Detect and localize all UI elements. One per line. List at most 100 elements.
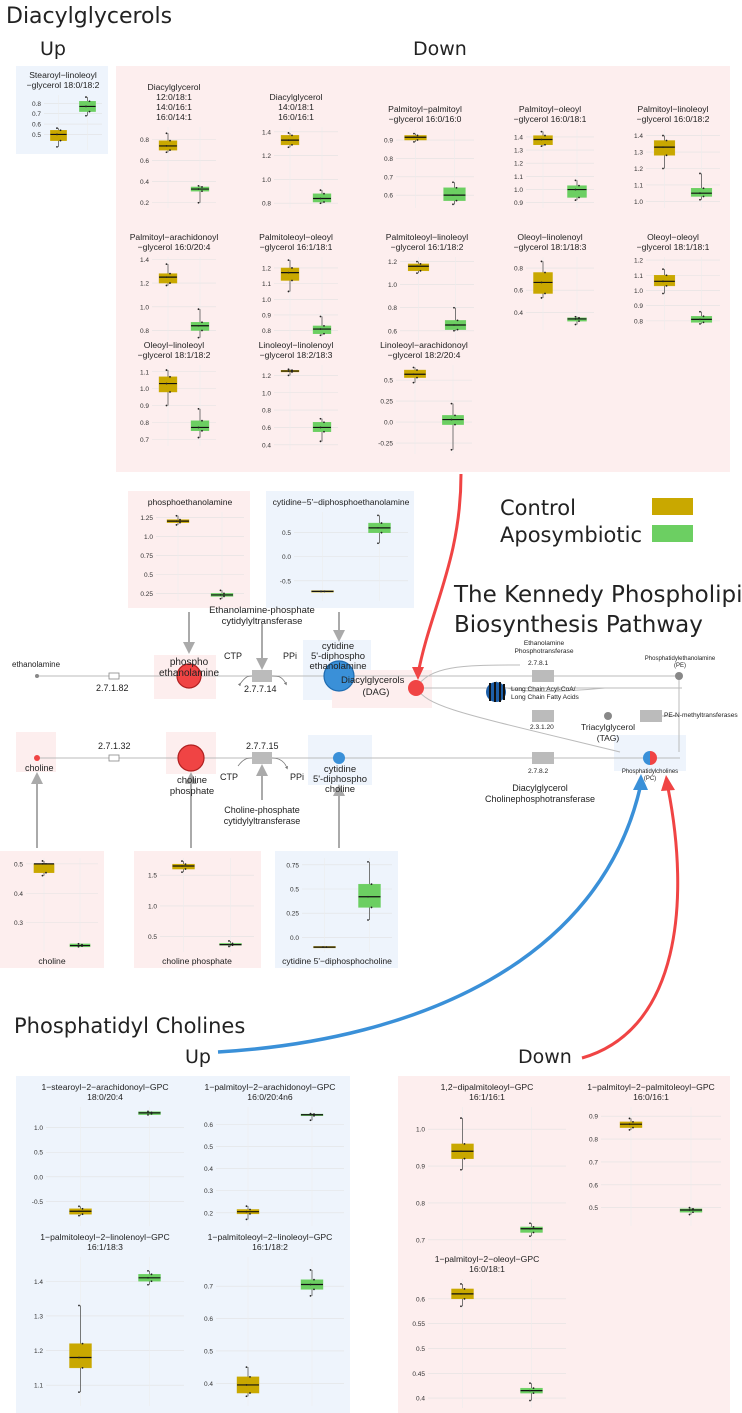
box-apo	[690, 172, 713, 201]
label-enz-cho-2: cytidylyltransferase	[223, 816, 301, 826]
point	[197, 188, 200, 190]
pc-down-red-arrow	[581, 787, 680, 1060]
y-tick-label: 0.8	[140, 420, 149, 427]
point	[77, 942, 80, 945]
point	[245, 1384, 248, 1386]
point	[540, 130, 543, 133]
point	[323, 430, 325, 433]
label-cpt-2: Cholinephosphotransferase	[484, 794, 596, 804]
point	[231, 944, 234, 947]
boxplot-title-line: Oleoyl−linoleoyl	[143, 340, 205, 350]
boxplot-title-line: −glycerol 18:0/18:2	[26, 80, 100, 90]
box-control	[236, 1205, 260, 1221]
boxplot-title-line: 16:0/16:1	[633, 1092, 669, 1102]
point	[662, 134, 664, 137]
box-control	[653, 268, 676, 295]
phosphoethanolamine-panel	[128, 491, 250, 608]
y-tick-label: 1.2	[388, 259, 397, 266]
box-apo	[138, 1269, 161, 1286]
point	[59, 139, 62, 142]
point	[574, 323, 577, 326]
point	[419, 263, 422, 265]
point	[59, 129, 62, 132]
point	[313, 1113, 315, 1115]
boxplot-title-line: −glycerol 16:0/18:2	[636, 114, 710, 124]
boxplot-svg: 0.80.91.01.11.2	[634, 257, 720, 330]
box-control	[533, 130, 553, 148]
boxplot-title-line: 1−stearoyl−2−arachidonoyl−GPC	[41, 1082, 169, 1092]
point	[323, 421, 325, 424]
grid	[216, 1257, 344, 1406]
y-tick-label: 0.5	[384, 378, 393, 385]
point	[532, 1392, 535, 1395]
point	[77, 944, 80, 947]
point	[184, 868, 187, 870]
y-tick-label: 0.4	[204, 1381, 213, 1388]
y-tick-label: 1.0	[262, 390, 271, 397]
point	[529, 1389, 531, 1392]
point	[450, 402, 453, 405]
boxplot-title-line: 1−palmitoyl−2−oleoyl−GPC	[434, 1254, 540, 1264]
box-iqr	[443, 187, 466, 201]
point	[380, 531, 383, 534]
boxplot-svg: -0.250.00.250.5	[378, 365, 472, 454]
point	[85, 96, 87, 98]
label-cdp-etn-3: ethanolamine	[309, 661, 367, 672]
legend-apo-label: Aposymbiotic	[500, 523, 642, 547]
point	[165, 369, 168, 371]
point	[197, 201, 200, 204]
cdp-choline-panel	[275, 851, 398, 968]
point	[529, 1222, 531, 1225]
point	[463, 1288, 466, 1290]
y-tick-label: 1.0	[140, 386, 149, 393]
pc-node-blue-half	[643, 751, 650, 765]
y-tick-label: 1.0	[140, 304, 149, 311]
y-tick-label: 0.8	[262, 408, 271, 415]
y-tick-label: 1.2	[634, 258, 643, 265]
ctp-arc-bot	[237, 757, 253, 767]
y-tick-label: 1.0	[262, 177, 271, 184]
point	[184, 863, 187, 866]
box-iqr	[520, 1226, 543, 1233]
y-tick-label: 1.0	[34, 1125, 43, 1132]
kennedy-title-line1: The Kennedy Phospholipid	[454, 582, 742, 608]
point	[322, 946, 324, 949]
grid	[46, 1257, 184, 1406]
point	[578, 316, 580, 319]
boxplot-title-line: choline phosphate	[162, 956, 232, 966]
point	[320, 590, 322, 593]
point	[147, 1276, 149, 1279]
y-tick-label: 0.8	[140, 328, 149, 335]
y-tick-label: 0.0	[384, 420, 393, 427]
label-ctp-top: CTP	[224, 651, 242, 661]
point	[78, 1304, 80, 1307]
point	[309, 1269, 312, 1271]
legend-control-swatch	[652, 498, 693, 515]
label-pe-nmt: PE-N-methyltransferases	[664, 712, 738, 719]
point	[544, 292, 546, 295]
point	[412, 381, 415, 384]
boxplot-title-line: −glycerol 18:1/18:2	[137, 350, 211, 360]
boxplot-title-line: 1−palmitoleoyl−2−linoleoyl−GPC	[207, 1232, 333, 1242]
point	[245, 1210, 248, 1213]
point	[454, 423, 456, 426]
point	[455, 199, 458, 202]
y-tick-label: 0.5	[32, 132, 41, 139]
y-tick-label: 0.0	[282, 554, 291, 561]
point	[632, 1120, 634, 1123]
box-iqr	[158, 376, 178, 393]
box-apo	[520, 1222, 543, 1238]
boxplot-svg: 0.50.60.70.8	[32, 95, 102, 150]
y-tick-label: 0.8	[32, 101, 41, 108]
y-tick-label: 1.1	[634, 182, 643, 189]
y-tick-label: 0.0	[290, 935, 299, 942]
point	[452, 194, 454, 197]
boxplot-title-line: Linoleoyl−linolenoyl	[258, 340, 334, 350]
label-etn-ptrans-2: Phosphotransferase	[514, 648, 574, 655]
point	[323, 325, 325, 327]
boxplot-svg: 0.50.60.70.80.9	[589, 1107, 721, 1226]
point	[169, 391, 171, 393]
y-tick-label: 0.7	[589, 1159, 598, 1166]
boxplot-svg: 0.30.40.5	[14, 858, 98, 952]
